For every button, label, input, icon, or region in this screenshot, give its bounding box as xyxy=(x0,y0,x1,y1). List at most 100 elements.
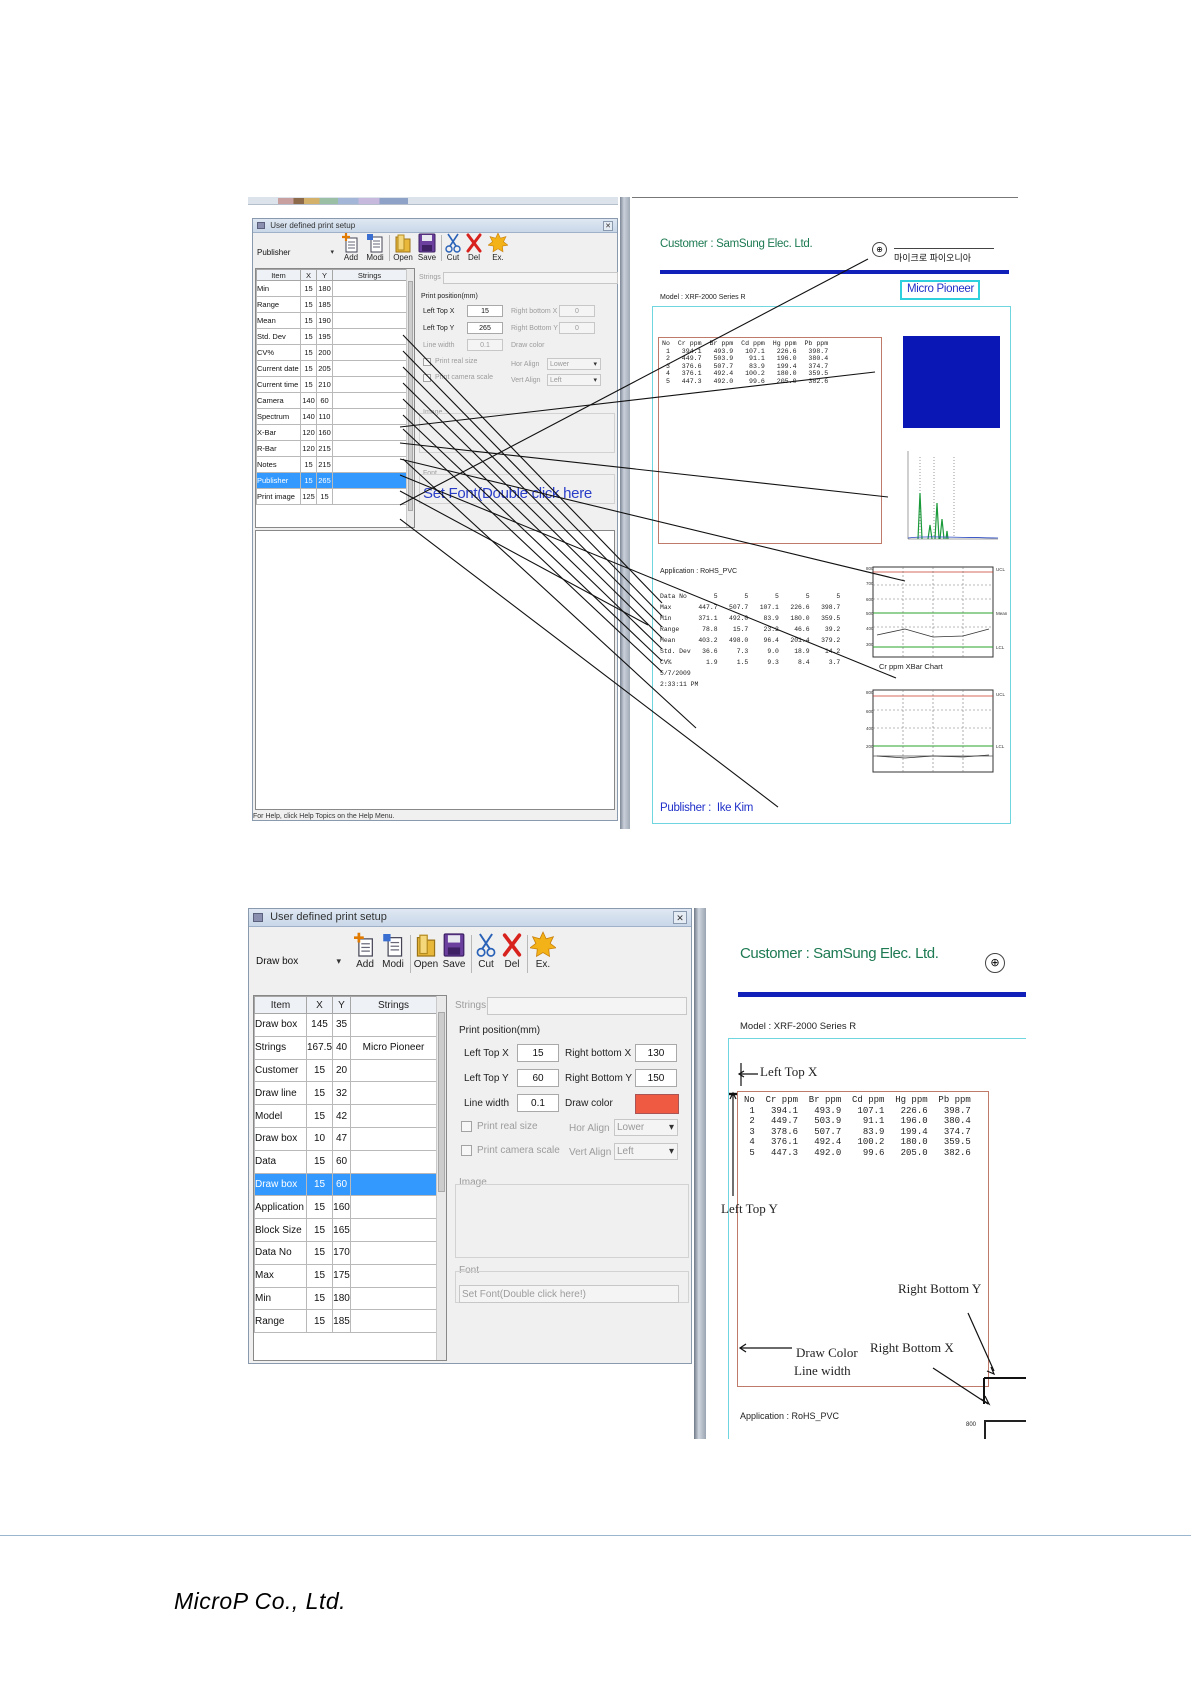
cell-y[interactable]: 60 xyxy=(332,1172,351,1197)
cell-strings[interactable] xyxy=(332,328,407,345)
set-font-button[interactable]: Set Font(Double click here!) xyxy=(459,1285,679,1303)
cell-x[interactable]: 10 xyxy=(306,1126,333,1151)
cell-item[interactable]: Current time xyxy=(256,376,301,393)
modify-button[interactable]: Modi xyxy=(363,233,387,263)
print-real-size-checkbox[interactable] xyxy=(423,358,431,366)
cell-y[interactable]: 42 xyxy=(332,1104,351,1128)
cell-x[interactable]: 15 xyxy=(300,296,317,313)
left-top-x-input[interactable]: 15 xyxy=(517,1044,559,1062)
close-icon[interactable]: ✕ xyxy=(673,911,687,924)
cell-item[interactable]: Customer xyxy=(254,1058,307,1083)
cell-x[interactable]: 15 xyxy=(300,472,317,489)
cell-item[interactable]: Notes xyxy=(256,456,301,473)
cell-item[interactable]: Draw line xyxy=(254,1081,307,1106)
cell-y[interactable]: 35 xyxy=(332,1013,351,1037)
cell-y[interactable]: 110 xyxy=(316,408,333,425)
cell-item[interactable]: Range xyxy=(254,1309,307,1334)
cell-item[interactable]: Draw box xyxy=(254,1126,307,1151)
cell-y[interactable]: 60 xyxy=(332,1149,351,1174)
item-select[interactable]: Draw box ▾ xyxy=(254,954,344,970)
cell-x[interactable]: 15 xyxy=(306,1172,333,1197)
cell-x[interactable]: 15 xyxy=(306,1240,333,1265)
vert-align-select[interactable]: Left▾ xyxy=(614,1143,678,1160)
cell-item[interactable]: Data xyxy=(254,1149,307,1174)
cell-x[interactable]: 15 xyxy=(300,280,317,297)
cell-x[interactable]: 15 xyxy=(300,328,317,345)
cell-item[interactable]: Block Size xyxy=(254,1218,307,1242)
left-top-x-input[interactable]: 15 xyxy=(467,305,503,317)
cell-item[interactable]: Mean xyxy=(256,312,301,329)
line-width-input[interactable]: 0.1 xyxy=(517,1094,559,1112)
cell-strings[interactable] xyxy=(332,280,407,297)
cell-strings[interactable] xyxy=(350,1104,437,1128)
cell-strings[interactable] xyxy=(332,440,407,457)
cell-x[interactable]: 120 xyxy=(300,424,317,441)
add-button[interactable]: Add xyxy=(351,931,379,975)
cell-x[interactable]: 140 xyxy=(300,392,317,409)
add-button[interactable]: Add xyxy=(339,233,363,263)
cell-x[interactable]: 15 xyxy=(306,1286,333,1311)
cell-y[interactable]: 200 xyxy=(316,344,333,361)
cell-strings[interactable] xyxy=(350,1081,437,1106)
hor-align-select[interactable]: Lower▾ xyxy=(614,1119,678,1136)
cell-strings[interactable] xyxy=(332,296,407,313)
right-bottom-y-input[interactable]: 0 xyxy=(559,322,595,334)
cell-item[interactable]: R-Bar xyxy=(256,440,301,457)
cell-strings[interactable] xyxy=(332,488,407,505)
cell-x[interactable]: 15 xyxy=(306,1309,333,1334)
cell-y[interactable]: 180 xyxy=(332,1286,351,1311)
cell-y[interactable]: 160 xyxy=(316,424,333,441)
cell-x[interactable]: 15 xyxy=(306,1081,333,1106)
cell-item[interactable]: Draw box xyxy=(254,1013,307,1037)
cell-strings[interactable] xyxy=(332,424,407,441)
save-button[interactable]: Save xyxy=(440,931,468,975)
cell-strings[interactable] xyxy=(350,1263,437,1288)
cell-strings[interactable] xyxy=(332,376,407,393)
delete-button[interactable]: Del xyxy=(463,233,485,263)
cell-y[interactable]: 190 xyxy=(316,312,333,329)
strings-input[interactable] xyxy=(487,997,687,1015)
print-real-size-checkbox[interactable] xyxy=(461,1121,472,1132)
right-bottom-y-input[interactable]: 150 xyxy=(635,1069,677,1087)
cell-item[interactable]: Print image xyxy=(256,488,301,505)
col-header-item[interactable]: Item xyxy=(254,996,307,1014)
cell-strings[interactable] xyxy=(332,472,407,489)
item-select[interactable]: Publisher ▾ xyxy=(255,246,337,260)
cell-strings[interactable] xyxy=(350,1218,437,1242)
cell-strings[interactable] xyxy=(332,392,407,409)
exit-button[interactable]: Ex. xyxy=(529,931,557,975)
cell-item[interactable]: Data No xyxy=(254,1240,307,1265)
cell-y[interactable]: 185 xyxy=(332,1309,351,1334)
col-header-y[interactable]: Y xyxy=(332,996,351,1014)
line-width-input[interactable]: 0.1 xyxy=(467,339,503,351)
draw-color-swatch[interactable] xyxy=(635,1094,679,1114)
cell-strings[interactable] xyxy=(332,360,407,377)
split-divider[interactable] xyxy=(694,908,706,1439)
right-bottom-x-input[interactable]: 0 xyxy=(559,305,595,317)
cell-y[interactable]: 40 xyxy=(332,1035,351,1060)
cell-item[interactable]: Range xyxy=(256,296,301,313)
cell-y[interactable]: 165 xyxy=(332,1218,351,1242)
cell-item[interactable]: Application xyxy=(254,1195,307,1220)
print-camera-scale-checkbox[interactable] xyxy=(423,374,431,382)
strings-input[interactable] xyxy=(443,272,618,284)
right-bottom-x-input[interactable]: 130 xyxy=(635,1044,677,1062)
cell-item[interactable]: CV% xyxy=(256,344,301,361)
col-header-strings[interactable]: Strings xyxy=(350,996,437,1014)
